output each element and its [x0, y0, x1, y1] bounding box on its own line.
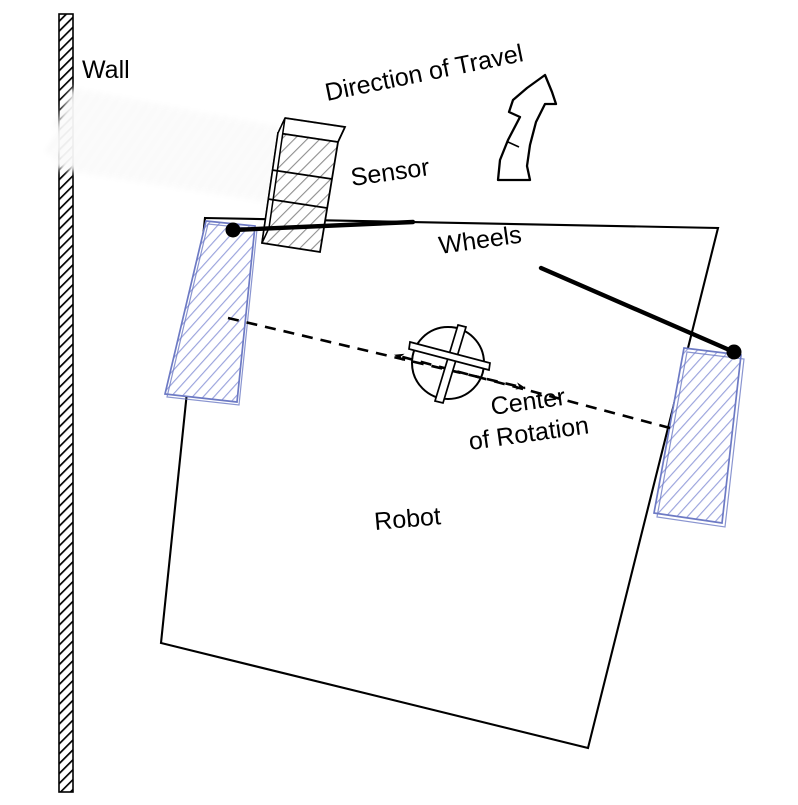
leader-lines	[225, 219, 742, 360]
right-wheel-outline-shadow	[656, 351, 745, 528]
direction-of-travel-arrow	[496, 73, 558, 182]
sensor-divider-2	[267, 198, 328, 209]
sensor-side-face	[261, 117, 286, 244]
sensor-beam-cone-inner	[52, 118, 283, 204]
center-cross-bar-vertical	[433, 323, 468, 405]
label-wall: Wall	[82, 56, 130, 84]
leader-line-right-wheel	[538, 265, 737, 355]
leader-dot-right-wheel	[726, 344, 742, 360]
left-wheel	[163, 220, 258, 406]
left-wheel-body	[163, 220, 256, 403]
label-robot: Robot	[373, 502, 442, 536]
direction-arrow-shaft	[496, 73, 558, 182]
right-wheel	[653, 347, 745, 528]
leader-dot-left-wheel	[225, 222, 241, 238]
wheel-axis-right-segment	[227, 316, 526, 390]
leader-line-left-wheel	[230, 219, 416, 233]
robot-body	[159, 216, 720, 750]
sensor	[260, 117, 347, 254]
wall-body	[58, 13, 74, 793]
center-cross-bar-horizontal	[408, 340, 491, 372]
wall	[58, 13, 74, 793]
wheel-axis	[227, 316, 671, 430]
sensor-divider-1	[271, 169, 333, 180]
sensor-top-edge	[284, 117, 347, 143]
right-wheel-body	[653, 347, 742, 524]
robot-body-outline	[159, 216, 720, 750]
sensor-beam	[44, 88, 283, 204]
left-wheel-outline-shadow	[166, 223, 258, 406]
center-of-rotation	[408, 323, 491, 405]
direction-arrow-crease	[507, 141, 520, 148]
